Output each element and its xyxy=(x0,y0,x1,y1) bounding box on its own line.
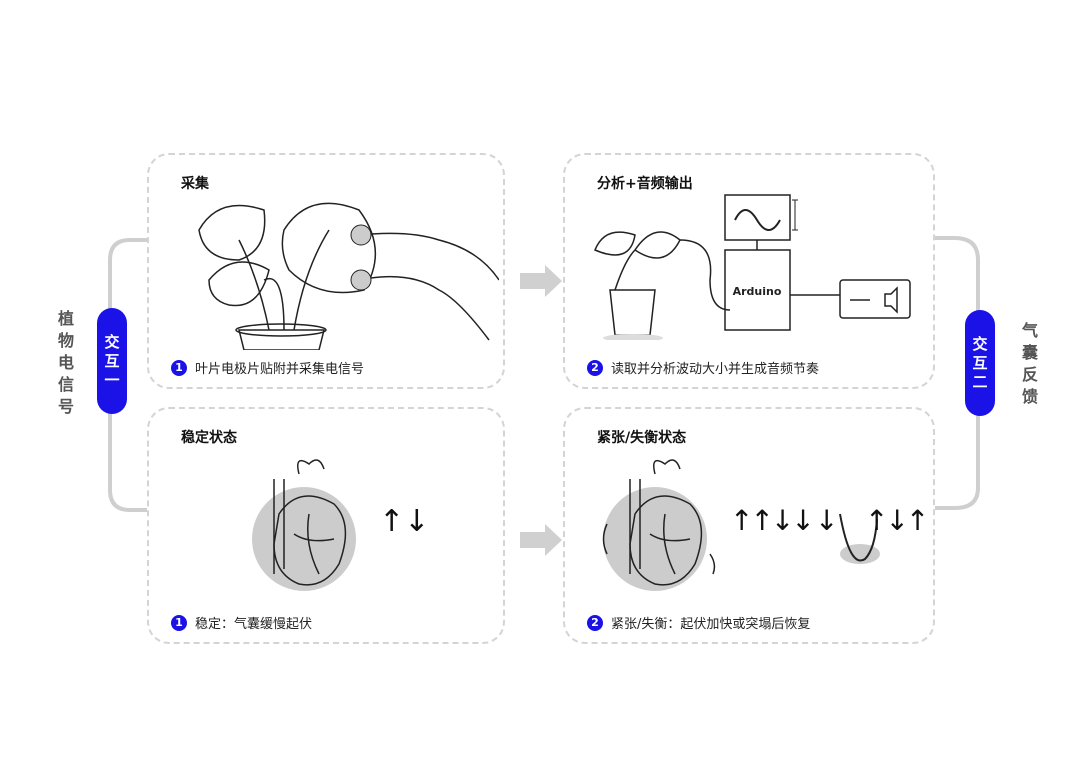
step-number-badge: 2 xyxy=(587,614,603,631)
arduino-label: Arduino xyxy=(733,285,782,298)
recover-arrows: ↑↓↑ xyxy=(865,504,929,537)
stable-arrows: ↑↓ xyxy=(379,504,430,539)
card-title: 稳定状态 xyxy=(181,430,237,446)
heart-icon xyxy=(252,459,356,591)
card-analyze: 分析+音频输出 Arduino 2 读取并分析波动大小并生成音频节奏 xyxy=(563,153,935,389)
caption-text: 读取并分析波动大小并生成音频节奏 xyxy=(611,362,820,377)
pill-label: 交互一 xyxy=(104,332,120,389)
collapse-curve xyxy=(839,513,880,564)
card-title: 采集 xyxy=(181,176,209,192)
interaction-two-pill: 交互二 xyxy=(965,310,995,416)
caption-text: 叶片电极片贴附并采集电信号 xyxy=(195,362,365,377)
fast-arrows: ↑↑↓↓ xyxy=(730,504,815,537)
card-caption: 2 读取并分析波动大小并生成音频节奏 xyxy=(587,358,819,377)
plant-arduino-illustration: Arduino xyxy=(594,194,911,340)
card-caption: 1 叶片电极片贴附并采集电信号 xyxy=(171,358,364,377)
card-collect: 采集 1 叶片电极片贴附并采集电信号 xyxy=(147,153,505,389)
collapse-arrow: ↓ xyxy=(815,504,839,537)
caption-text: 紧张/失衡：起伏加快或突塌后恢复 xyxy=(611,617,811,632)
arrow-right-icon xyxy=(520,524,562,556)
card-tense: 紧张/失衡状态 ↑↑↓↓ ↓ ↑↓↑ 2 紧张/失衡：起伏加快或突塌后恢复 xyxy=(563,407,935,644)
card-caption: 1 稳定：气囊缓慢起伏 xyxy=(171,613,312,632)
plant-electrode-illustration xyxy=(198,202,499,350)
step-number-badge: 2 xyxy=(587,359,603,376)
interaction-one-pill: 交互一 xyxy=(97,308,127,414)
arrow-right-icon xyxy=(520,265,562,297)
heart-icon xyxy=(602,459,716,591)
card-stable: 稳定状态 ↑↓ 1 稳定：气囊缓慢起伏 xyxy=(147,407,505,644)
card-title: 紧张/失衡状态 xyxy=(597,430,687,446)
pill-label: 交互二 xyxy=(972,334,988,391)
step-number-badge: 1 xyxy=(171,614,187,631)
right-side-label: 气囊反馈 xyxy=(1021,321,1038,406)
card-caption: 2 紧张/失衡：起伏加快或突塌后恢复 xyxy=(587,613,810,632)
card-title: 分析+音频输出 xyxy=(597,176,693,192)
caption-text: 稳定：气囊缓慢起伏 xyxy=(195,617,313,632)
left-side-label: 植物电信号 xyxy=(57,309,74,416)
step-number-badge: 1 xyxy=(171,359,187,376)
